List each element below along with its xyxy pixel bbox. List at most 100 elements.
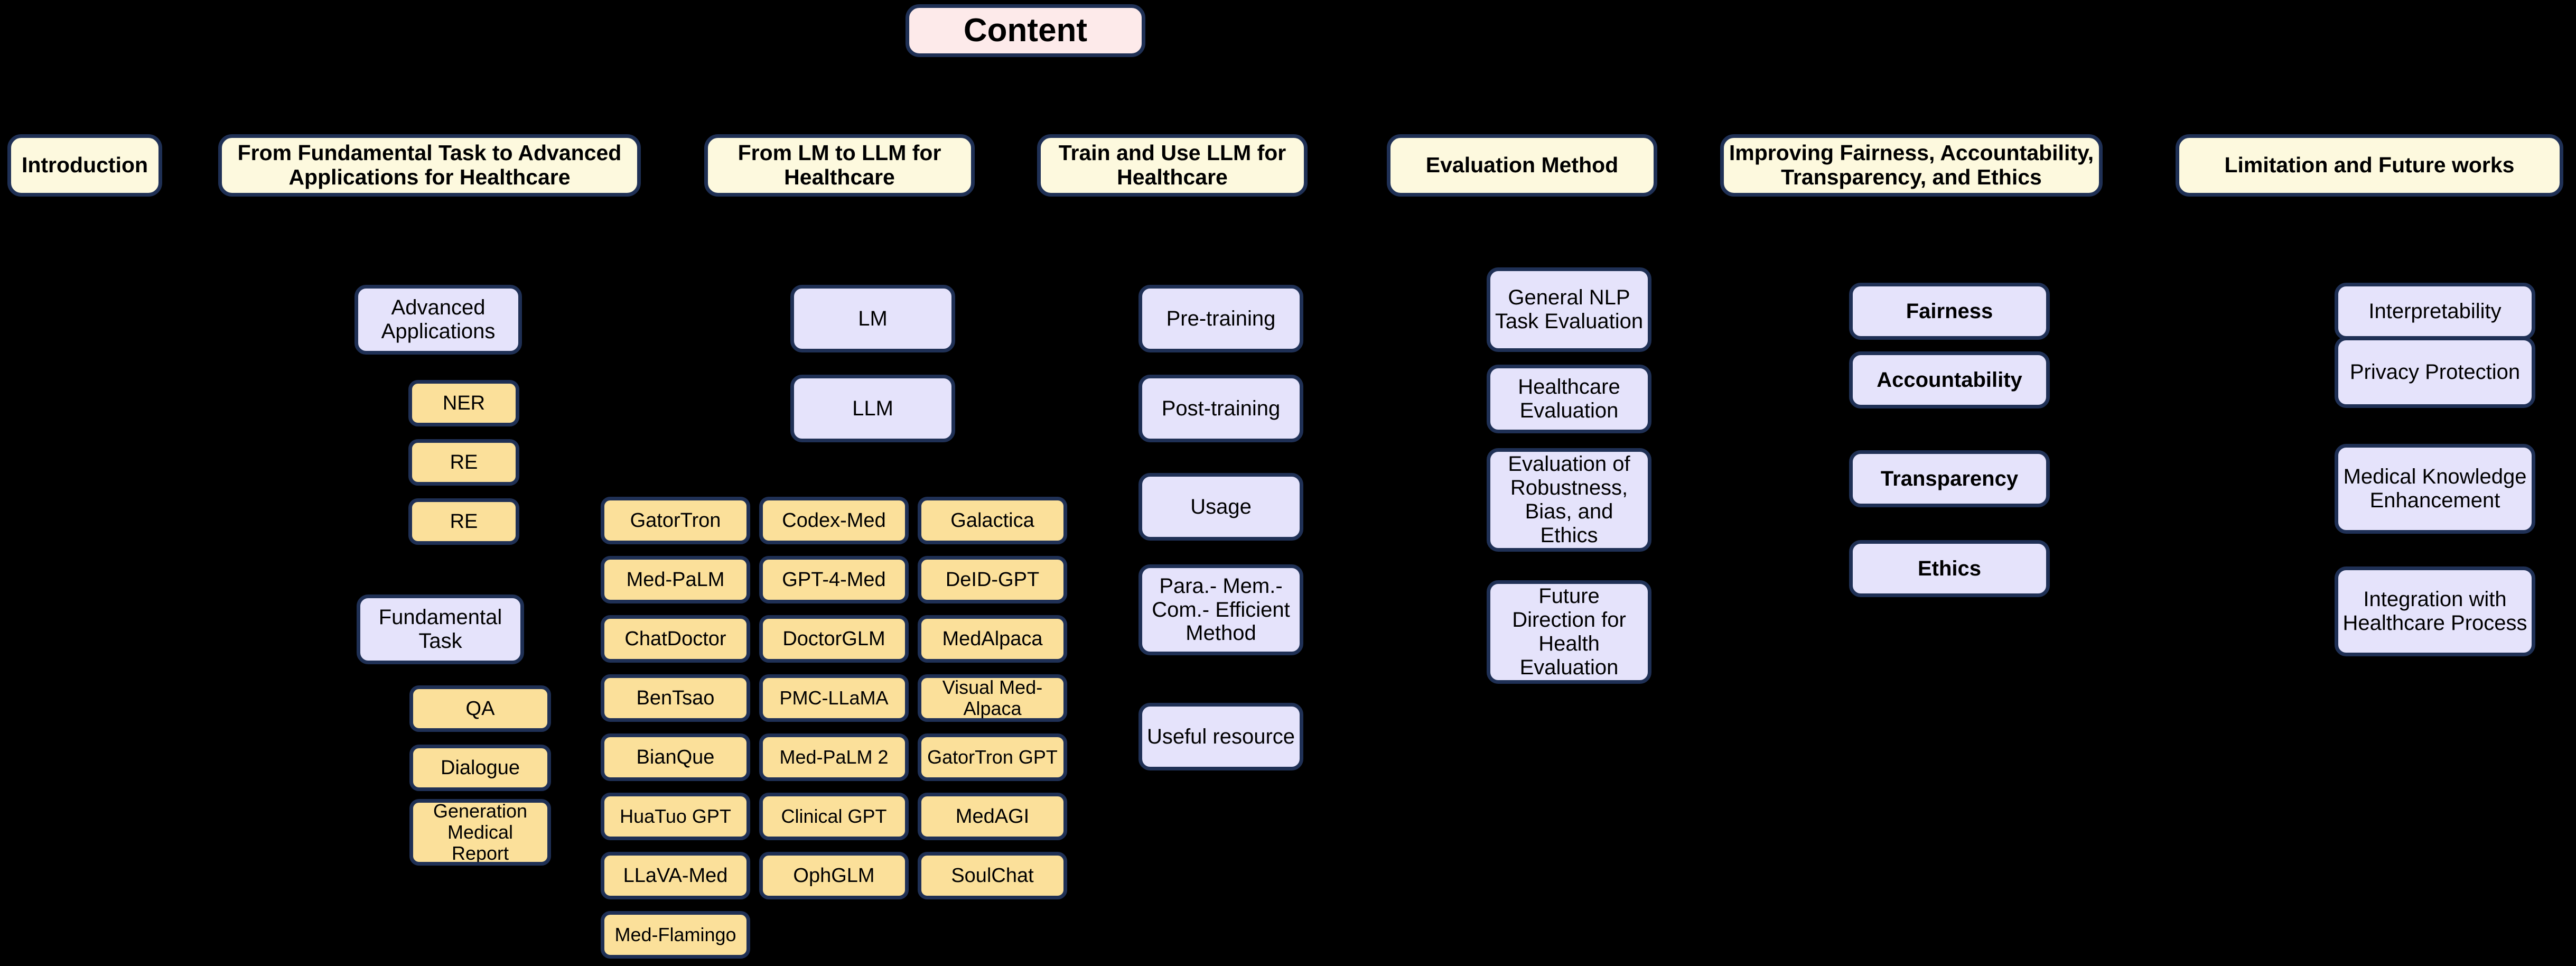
item-node-model[interactable]: LLaVA-Med (601, 852, 750, 899)
header-label-improving-fairness: Improving Fairness, Accountability, Tran… (1729, 141, 2094, 189)
item-node-model[interactable]: Med-Flamingo (601, 911, 750, 959)
category-label-future-direction-health-evaluation: Future Direction for Health Evaluation (1512, 584, 1626, 679)
item-node-dialogue[interactable]: Dialogue (409, 745, 551, 791)
category-node-interpretability[interactable]: Interpretability (2335, 283, 2535, 340)
category-label-accountability: Accountability (1877, 368, 2022, 392)
category-node-accountability[interactable]: Accountability (1849, 351, 2050, 408)
category-label-transparency: Transparency (1880, 467, 2019, 490)
item-label-model: Codex-Med (782, 509, 886, 532)
item-node-model[interactable]: PMC-LLaMA (759, 674, 909, 722)
item-label-model: SoulChat (951, 864, 1034, 887)
item-label-model: Galactica (950, 509, 1034, 532)
category-label-post-training: Post-training (1161, 396, 1281, 420)
header-label-introduction: Introduction (21, 153, 148, 178)
category-node-general-nlp-task-evaluation[interactable]: General NLP Task Evaluation (1487, 267, 1651, 352)
item-node-model[interactable]: SoulChat (918, 852, 1067, 899)
category-node-lm[interactable]: LM (790, 285, 955, 352)
item-node-generation-medical-report[interactable]: Generation Medical Report (409, 799, 551, 866)
category-label-healthcare-evaluation: Healthcare Evaluation (1518, 375, 1620, 422)
header-label-train-and-use-llm: Train and Use LLM for Healthcare (1058, 141, 1286, 189)
item-label-model: DoctorGLM (782, 627, 885, 650)
category-node-future-direction-health-evaluation[interactable]: Future Direction for Health Evaluation (1487, 580, 1651, 684)
item-node-model[interactable]: Galactica (918, 497, 1067, 544)
item-node-re-2[interactable]: RE (408, 498, 519, 545)
category-node-usage[interactable]: Usage (1138, 473, 1303, 541)
header-label-fundamental-to-advanced: From Fundamental Task to Advanced Applic… (237, 141, 622, 189)
item-label-ner: NER (442, 392, 486, 414)
category-label-efficient-method: Para.- Mem.- Com.- Efficient Method (1152, 574, 1290, 645)
header-node-limitation-future[interactable]: Limitation and Future works (2176, 134, 2563, 197)
category-node-ethics[interactable]: Ethics (1849, 540, 2050, 597)
item-label-re-2: RE (450, 510, 478, 533)
item-node-model[interactable]: BianQue (601, 733, 750, 781)
header-node-lm-to-llm[interactable]: From LM to LLM for Healthcare (704, 134, 975, 197)
item-node-model[interactable]: Med-PaLM (601, 556, 750, 603)
item-node-qa[interactable]: QA (409, 685, 551, 732)
item-node-model[interactable]: Codex-Med (759, 497, 909, 544)
category-node-medical-knowledge-enhancement[interactable]: Medical Knowledge Enhancement (2335, 444, 2535, 534)
item-node-model[interactable]: Med-PaLM 2 (759, 733, 909, 781)
item-label-model: OphGLM (793, 864, 875, 887)
item-node-model[interactable]: ChatDoctor (601, 615, 750, 663)
item-label-model: Med-PaLM (626, 568, 725, 591)
category-node-fundamental-task[interactable]: Fundamental Task (357, 595, 524, 664)
item-node-model[interactable]: BenTsao (601, 674, 750, 722)
title-node-content[interactable]: Content (906, 4, 1145, 57)
category-node-privacy-protection[interactable]: Privacy Protection (2335, 337, 2535, 408)
item-label-model: Visual Med-Alpaca (942, 676, 1043, 719)
category-node-post-training[interactable]: Post-training (1138, 375, 1303, 442)
item-node-model[interactable]: Visual Med-Alpaca (918, 674, 1067, 722)
item-label-generation-medical-report: Generation Medical Report (433, 800, 528, 865)
category-node-fairness[interactable]: Fairness (1849, 283, 2050, 340)
category-node-integration-healthcare-process[interactable]: Integration with Healthcare Process (2335, 566, 2535, 656)
category-node-healthcare-evaluation[interactable]: Healthcare Evaluation (1487, 365, 1651, 433)
item-node-model[interactable]: GPT-4-Med (759, 556, 909, 603)
category-node-pre-training[interactable]: Pre-training (1138, 285, 1303, 352)
header-node-train-and-use-llm[interactable]: Train and Use LLM for Healthcare (1037, 134, 1308, 197)
header-node-improving-fairness[interactable]: Improving Fairness, Accountability, Tran… (1720, 134, 2103, 197)
category-label-fundamental-task: Fundamental Task (378, 606, 502, 653)
category-node-useful-resource[interactable]: Useful resource (1138, 703, 1303, 770)
item-label-model: MedAlpaca (942, 627, 1043, 650)
item-node-model[interactable]: HuaTuo GPT (601, 793, 750, 840)
item-node-model[interactable]: GatorTron GPT (918, 733, 1067, 781)
item-node-model[interactable]: MedAlpaca (918, 615, 1067, 663)
item-label-model: MedAGI (955, 805, 1030, 828)
category-label-usage: Usage (1190, 495, 1252, 518)
header-node-fundamental-to-advanced[interactable]: From Fundamental Task to Advanced Applic… (218, 134, 641, 197)
header-node-evaluation-method[interactable]: Evaluation Method (1387, 134, 1657, 197)
category-label-ethics: Ethics (1917, 556, 1982, 580)
category-node-efficient-method[interactable]: Para.- Mem.- Com.- Efficient Method (1138, 564, 1303, 655)
category-label-useful-resource: Useful resource (1146, 724, 1295, 748)
item-label-dialogue: Dialogue (441, 756, 520, 779)
item-label-model: GatorTron GPT (927, 746, 1058, 768)
item-label-model: HuaTuo GPT (620, 805, 731, 827)
item-node-model[interactable]: DeID-GPT (918, 556, 1067, 603)
category-label-llm: LLM (852, 396, 893, 420)
category-label-integration-healthcare-process: Integration with Healthcare Process (2342, 588, 2527, 635)
header-node-introduction[interactable]: Introduction (7, 134, 162, 197)
item-node-ner[interactable]: NER (408, 380, 519, 426)
item-node-re-1[interactable]: RE (408, 439, 519, 486)
category-label-general-nlp-task-evaluation: General NLP Task Evaluation (1495, 286, 1644, 333)
item-label-model: GPT-4-Med (782, 568, 886, 591)
item-node-model[interactable]: OphGLM (759, 852, 909, 899)
item-node-model[interactable]: Clinical GPT (759, 793, 909, 840)
category-node-llm[interactable]: LLM (790, 375, 955, 442)
item-label-qa: QA (465, 697, 495, 720)
item-label-model: Clinical GPT (781, 805, 887, 827)
item-node-model[interactable]: DoctorGLM (759, 615, 909, 663)
category-label-evaluation-robustness-bias-ethics: Evaluation of Robustness, Bias, and Ethi… (1508, 452, 1630, 547)
item-label-model: Med-Flamingo (614, 923, 736, 945)
category-label-pre-training: Pre-training (1166, 306, 1276, 330)
item-node-model[interactable]: MedAGI (918, 793, 1067, 840)
category-label-fairness: Fairness (1906, 299, 1993, 323)
item-label-model: Med-PaLM 2 (779, 746, 889, 768)
category-node-advanced-applications[interactable]: Advanced Applications (354, 285, 522, 355)
item-node-model[interactable]: GatorTron (601, 497, 750, 544)
item-label-model: ChatDoctor (624, 627, 726, 650)
category-node-evaluation-robustness-bias-ethics[interactable]: Evaluation of Robustness, Bias, and Ethi… (1487, 448, 1651, 552)
category-node-transparency[interactable]: Transparency (1849, 450, 2050, 507)
item-label-model: BianQue (636, 746, 715, 768)
